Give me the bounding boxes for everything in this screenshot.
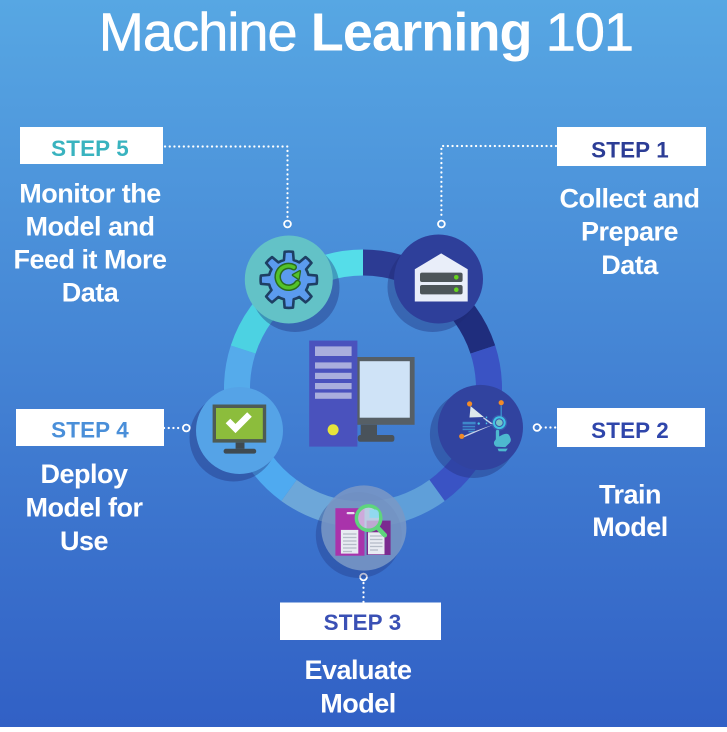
svg-text:STEP 3: STEP 3 (324, 610, 402, 635)
svg-text:Model and: Model and (26, 211, 155, 241)
svg-text:Deploy: Deploy (40, 459, 128, 489)
svg-text:Model for: Model for (26, 492, 144, 522)
svg-text:Evaluate: Evaluate (304, 655, 412, 685)
svg-text:Collect and: Collect and (559, 183, 699, 213)
svg-text:Train: Train (599, 479, 661, 509)
svg-text:Machine Learning 101: Machine Learning 101 (99, 3, 633, 63)
svg-text:Data: Data (62, 277, 120, 307)
svg-text:STEP 1: STEP 1 (591, 137, 669, 162)
svg-text:STEP 2: STEP 2 (591, 418, 669, 443)
svg-text:STEP 4: STEP 4 (51, 418, 129, 443)
svg-text:STEP 5: STEP 5 (51, 136, 129, 161)
svg-text:Model: Model (592, 512, 668, 542)
svg-text:Use: Use (60, 526, 109, 556)
svg-text:Prepare: Prepare (581, 217, 679, 247)
svg-text:Feed it More: Feed it More (13, 244, 167, 274)
svg-text:Model: Model (320, 688, 396, 718)
svg-text:Data: Data (601, 250, 659, 280)
svg-text:Monitor the: Monitor the (19, 178, 161, 208)
